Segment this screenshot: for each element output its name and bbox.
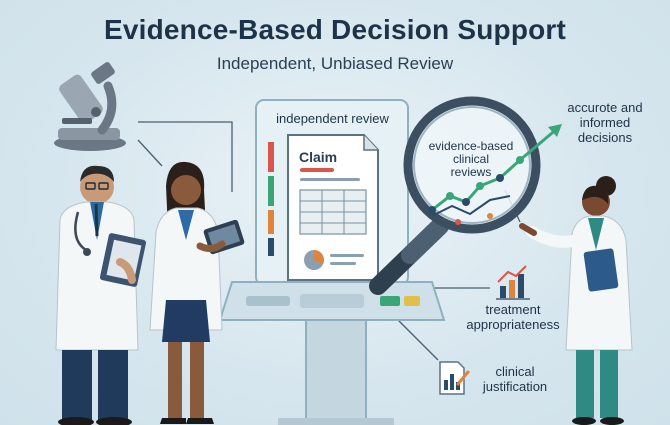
document-chart-icon: [439, 361, 470, 395]
magnifier-icon: [369, 96, 541, 295]
label-clinical-justification: clinical justification: [482, 364, 548, 394]
page-subtitle: Independent, Unbiased Review: [216, 54, 454, 73]
pie-chart-icon: [304, 250, 324, 270]
connector-justification: [395, 317, 439, 361]
label-independent-review: independent review: [276, 111, 389, 126]
label-treatment-appropriateness: treatment appropriateness: [466, 302, 560, 332]
console-stand: [305, 319, 367, 425]
microscope-icon: [54, 62, 126, 151]
doctor-female: [149, 161, 245, 424]
connector-microscope: [138, 121, 233, 192]
connector-doctor: [137, 139, 163, 167]
claim-document: [287, 134, 379, 281]
doctor-male: [55, 165, 147, 425]
page-title: Evidence-Based Decision Support: [103, 14, 567, 45]
bar-chart-icon: [496, 265, 530, 300]
evidence-chart: [428, 156, 524, 225]
trend-arrow-icon: [519, 124, 562, 162]
label-evidence-based: evidence-based clinical reviews: [428, 139, 514, 179]
doctor-pointing: [519, 176, 633, 425]
review-terminal: [218, 99, 446, 425]
label-accurate-decisions: accurote and informed decisions: [567, 100, 643, 145]
label-claim: Claim: [299, 149, 338, 165]
